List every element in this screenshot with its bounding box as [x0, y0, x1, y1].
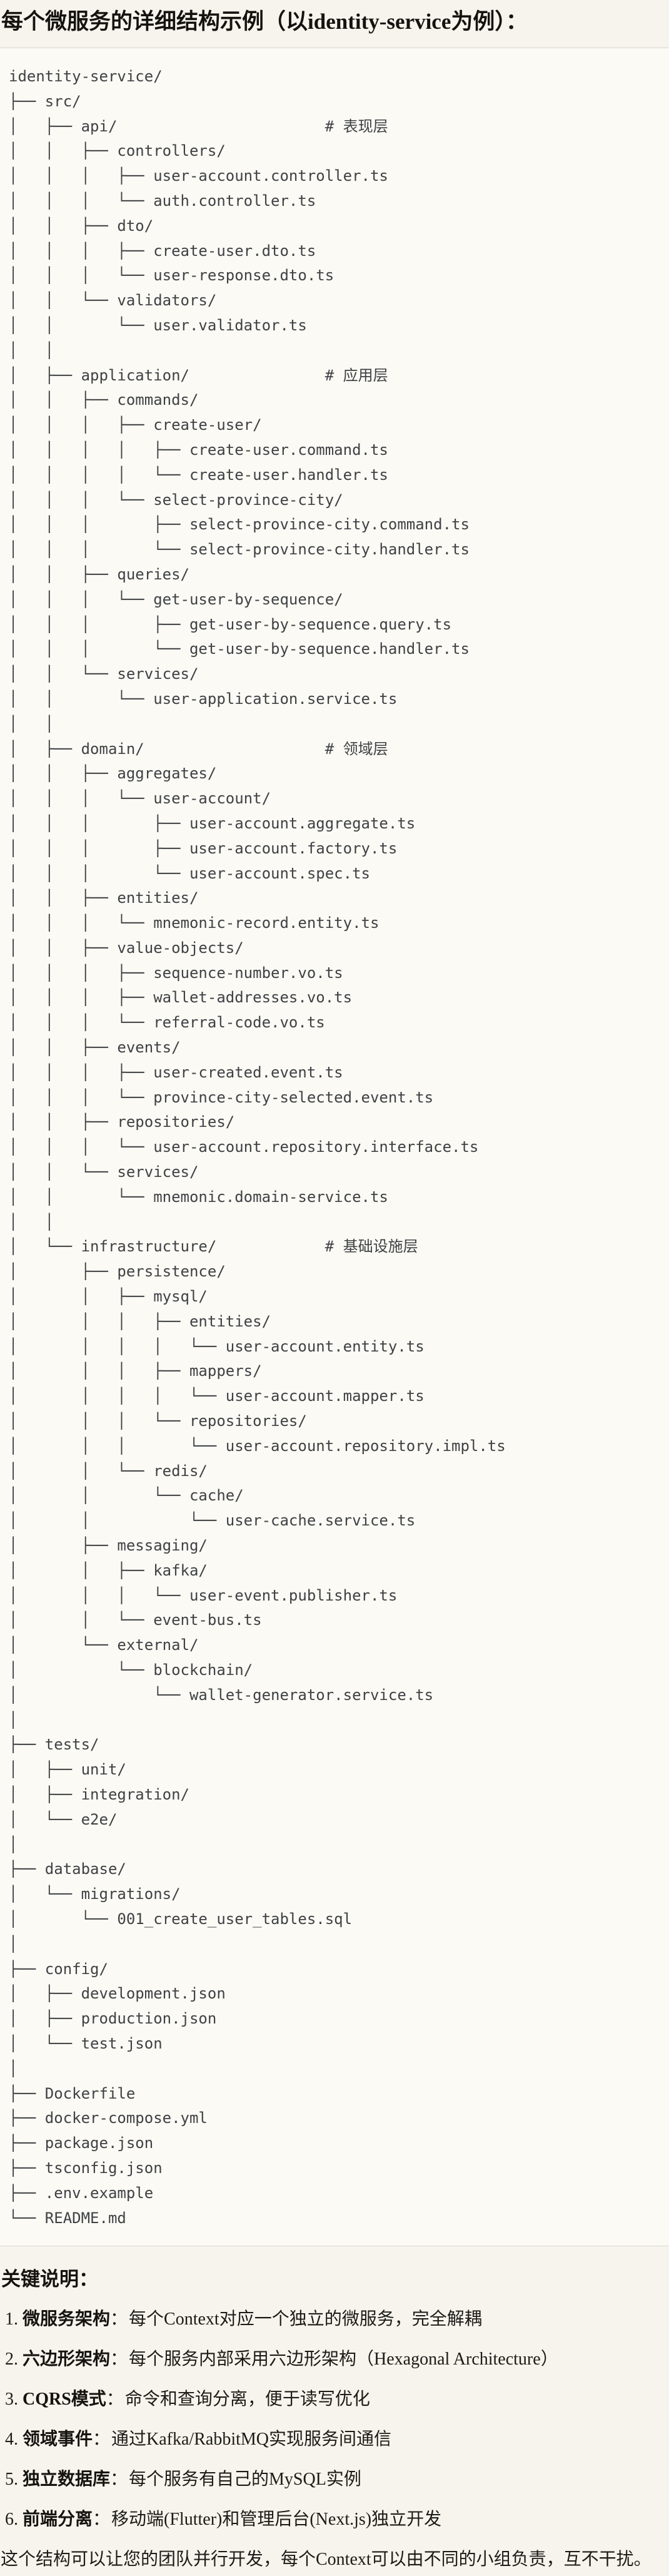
list-item: 6.前端分离：移动端(Flutter)和管理后台(Next.js)独立开发	[5, 2508, 669, 2532]
list-item: 5.独立数据库：每个服务有自己的MySQL实例	[5, 2468, 669, 2492]
list-item-description: 命令和查询分离，便于读写优化	[124, 2390, 370, 2410]
list-item: 4.领域事件：通过Kafka/RabbitMQ实现服务间通信	[5, 2428, 669, 2451]
list-item-colon: ：	[110, 2349, 128, 2370]
list-item-colon: ：	[106, 2390, 124, 2410]
list-item-number: 2.	[5, 2349, 18, 2370]
list-item-number: 6.	[5, 2510, 18, 2530]
list-item: 3.CQRS模式：命令和查询分离，便于读写优化	[5, 2388, 669, 2411]
list-item-term: 前端分离	[23, 2510, 93, 2530]
list-item-colon: ：	[110, 2309, 128, 2329]
list-item-term: 独立数据库	[23, 2470, 111, 2490]
list-item-description: 每个服务内部采用六边形架构（Hexagonal Architecture）	[129, 2349, 558, 2370]
closing-paragraph: 这个结构可以让您的团队并行开发，每个Context可以由不同的小组负责，互不干扰…	[1, 2550, 651, 2570]
list-item-term: 微服务架构	[23, 2309, 111, 2329]
list-item-number: 5.	[5, 2470, 18, 2490]
directory-tree: identity-service/ ├── src/ │ ├── api/ # …	[9, 68, 506, 2227]
list-item-description: 每个Context对应一个独立的微服务，完全解耦	[129, 2309, 482, 2329]
list-item-term: CQRS模式	[23, 2390, 106, 2410]
list-item-colon: ：	[110, 2470, 128, 2490]
list-item-term: 六边形架构	[23, 2349, 111, 2370]
list-item-colon: ：	[93, 2430, 111, 2450]
list-item: 2.六边形架构：每个服务内部采用六边形架构（Hexagonal Architec…	[5, 2348, 669, 2371]
list-item-number: 4.	[5, 2430, 18, 2450]
list-item: 1.微服务架构：每个Context对应一个独立的微服务，完全解耦	[5, 2308, 669, 2331]
directory-tree-code-block: identity-service/ ├── src/ │ ├── api/ # …	[0, 48, 669, 2247]
list-item-colon: ：	[93, 2510, 111, 2530]
page-title: 每个微服务的详细结构示例（以identity-service为例）：	[1, 9, 528, 34]
list-item-description: 每个服务有自己的MySQL实例	[129, 2470, 361, 2490]
list-item-description: 移动端(Flutter)和管理后台(Next.js)独立开发	[111, 2510, 442, 2530]
list-item-term: 领域事件	[23, 2430, 93, 2450]
list-item-number: 1.	[5, 2309, 18, 2329]
notes-section: 关键说明： 1.微服务架构：每个Context对应一个独立的微服务，完全解耦 2…	[0, 2267, 669, 2572]
list-item-number: 3.	[5, 2390, 18, 2410]
list-item-description: 通过Kafka/RabbitMQ实现服务间通信	[111, 2430, 391, 2450]
notes-heading: 关键说明：	[1, 2268, 98, 2291]
